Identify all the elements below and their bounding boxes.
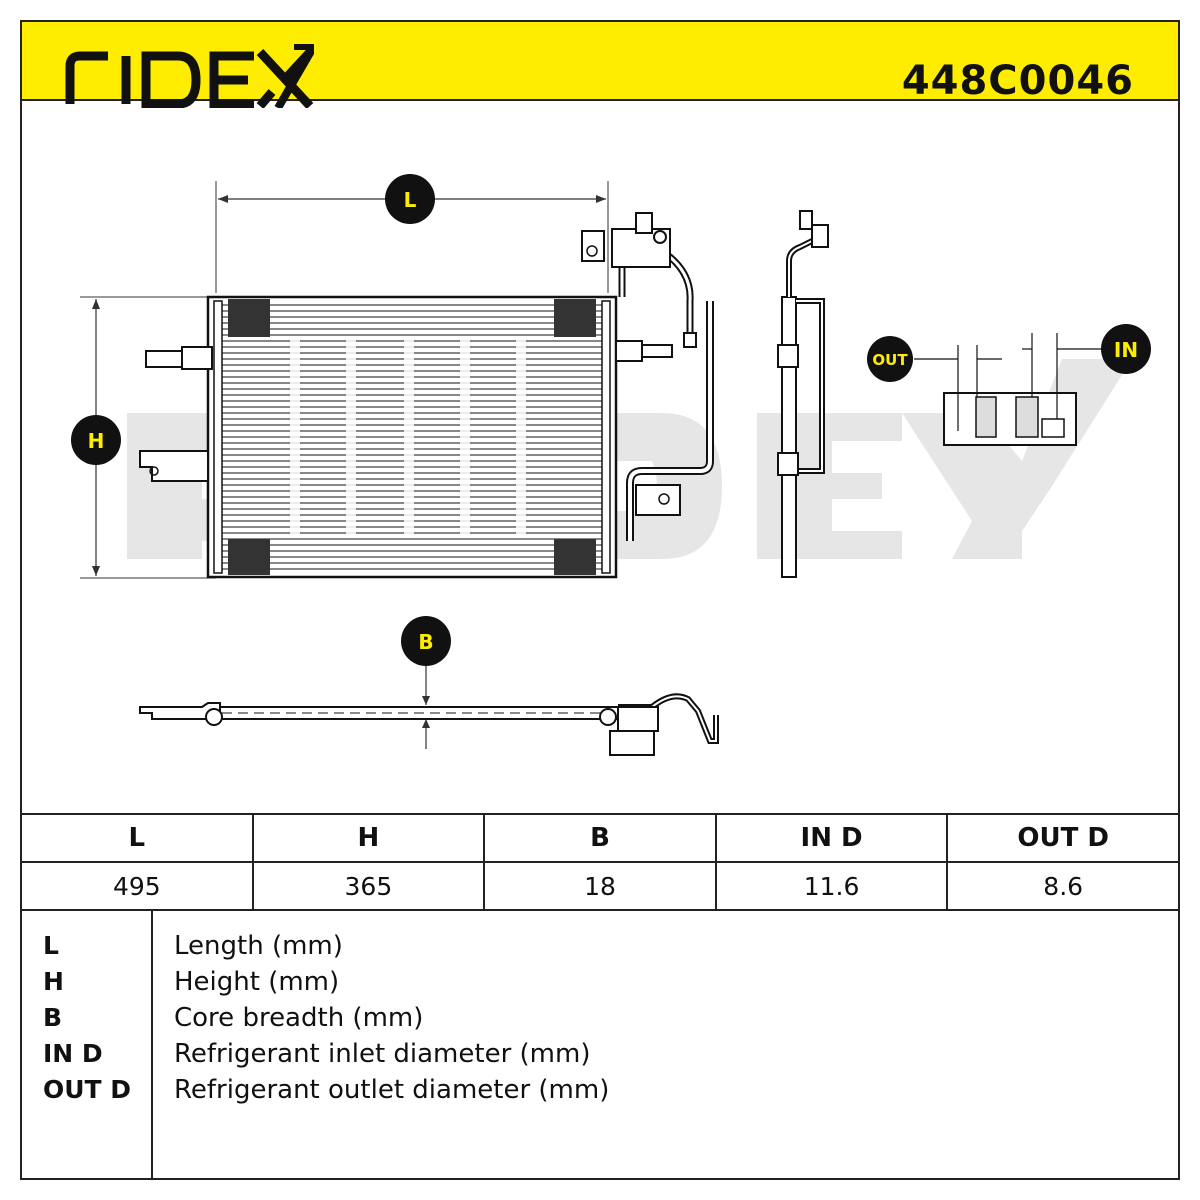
port-detail: OUT IN (867, 324, 1151, 446)
header-cell-b: B (483, 813, 717, 863)
value-cell-h: 365 (251, 861, 486, 911)
value-cell-b: 18 (483, 861, 717, 911)
value-cell-out-d: 8.6 (946, 861, 1180, 911)
legend-key: IN D (43, 1039, 103, 1068)
legend-key: H (43, 967, 64, 996)
specs-header-row: L H B IN D OUT D (20, 813, 1180, 863)
legend-row: L Length (mm) (22, 928, 1178, 964)
legend-divider (151, 910, 153, 1178)
badge-inlet: IN (1101, 324, 1151, 374)
value-cell-in-d: 11.6 (714, 861, 949, 911)
header-cell-l: L (20, 813, 254, 863)
header-cell-h: H (251, 813, 486, 863)
svg-text:IN: IN (1114, 338, 1138, 362)
legend-key: B (43, 1003, 63, 1032)
header-bar: 448C0046 (20, 20, 1180, 108)
condenser-top-view: B (139, 616, 719, 756)
technical-drawing: L H (71, 174, 1151, 756)
legend-row: B Core breadth (mm) (22, 1000, 1178, 1036)
header-cell-out-d: OUT D (946, 813, 1180, 863)
badge-height: H (71, 415, 121, 465)
legend-row: H Height (mm) (22, 964, 1178, 1000)
legend-key: L (43, 931, 59, 960)
badge-breadth: B (401, 616, 451, 666)
condenser-side-view (777, 210, 829, 578)
legend-desc: Refrigerant inlet diameter (mm) (174, 1039, 591, 1069)
legend-desc: Core breadth (mm) (174, 1003, 424, 1033)
legend-key: OUT D (43, 1075, 132, 1104)
badge-outlet: OUT (867, 336, 913, 382)
legend-row: IN D Refrigerant inlet diameter (mm) (22, 1036, 1178, 1072)
specs-table: L H B IN D OUT D 495 365 18 11.6 8.6 (20, 813, 1180, 911)
legend-row: OUT D Refrigerant outlet diameter (mm) (22, 1072, 1178, 1108)
svg-text:B: B (418, 630, 433, 654)
brand-logo (65, 44, 314, 108)
legend-desc: Height (mm) (174, 967, 340, 997)
value-cell-l: 495 (20, 861, 254, 911)
svg-text:H: H (88, 429, 105, 453)
specs-value-row: 495 365 18 11.6 8.6 (20, 861, 1180, 911)
svg-text:L: L (404, 188, 417, 212)
badge-length: L (385, 174, 435, 224)
legend-panel: L Length (mm) H Height (mm) B Core bread… (20, 910, 1180, 1180)
condenser-front-view (139, 212, 714, 579)
header-cell-in-d: IN D (714, 813, 949, 863)
legend-desc: Refrigerant outlet diameter (mm) (174, 1075, 610, 1105)
part-number: 448C0046 (901, 58, 1134, 104)
legend-desc: Length (mm) (174, 931, 343, 961)
svg-text:OUT: OUT (872, 351, 908, 369)
